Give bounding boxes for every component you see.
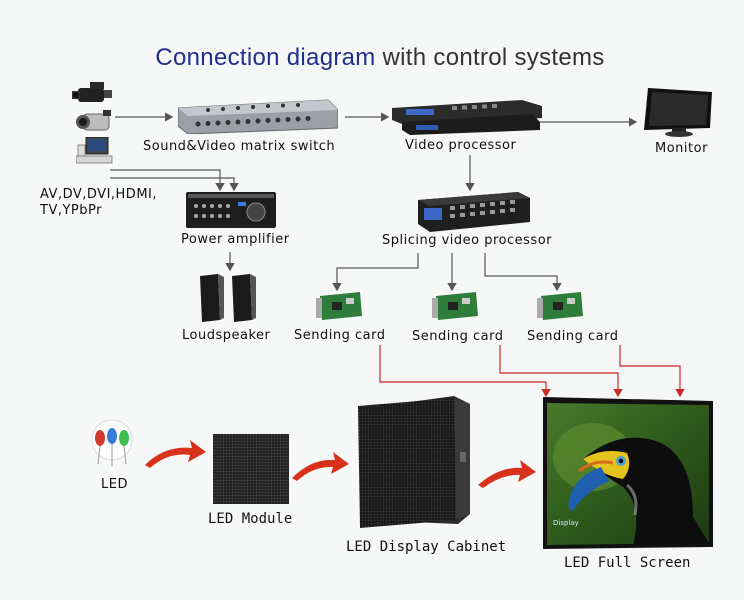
sending-card-2-label: Sending card: [412, 329, 504, 344]
line-splicing-to-card-1: [332, 253, 419, 292]
sending-card-3-label: Sending card: [527, 329, 619, 344]
matrix-switch-device: [177, 98, 339, 138]
sources-label-line1: AV,DV,DVI,HDMI,: [40, 187, 158, 202]
power-amplifier-label: Power amplifier: [181, 232, 290, 247]
monitor-device: [644, 88, 712, 142]
title-highlight: Connection diagram: [155, 44, 376, 71]
flow-arrow-module-to-cabinet: [292, 452, 349, 481]
title-rest: with control systems: [375, 44, 605, 71]
sources-label-line2: TV,YPbPr: [40, 203, 102, 218]
led-module: [213, 434, 289, 504]
line-splicing-to-card-3: [484, 253, 562, 292]
flow-arrow-led-to-module: [145, 440, 206, 468]
video-processor-label: Video processor: [405, 138, 517, 153]
led-module-label: LED Module: [208, 511, 293, 527]
signal-card-2-to-screen: [499, 345, 623, 398]
signal-card-3-to-screen: [619, 345, 685, 398]
line-sources-to-amplifier-b: [110, 177, 239, 192]
led-component: [86, 419, 142, 474]
sending-card-2-device: [432, 292, 480, 326]
video-processor-device: [392, 100, 542, 139]
flow-arrow-cabinet-to-screen: [478, 460, 536, 488]
led-display-cabinet-label: LED Display Cabinet: [346, 539, 507, 555]
matrix-switch-label: Sound&Video matrix switch: [143, 139, 336, 154]
led-full-screen: Display: [543, 397, 713, 553]
screen-watermark: Display: [553, 519, 579, 527]
computer-icon: [75, 136, 116, 171]
signal-card-1-to-screen: [379, 345, 551, 398]
sending-card-1-label: Sending card: [294, 328, 386, 343]
loudspeaker-label: Loudspeaker: [182, 328, 271, 343]
led-display-cabinet: [358, 396, 470, 532]
sending-card-3-device: [537, 292, 585, 326]
led-label: LED: [101, 477, 128, 492]
power-amplifier-device: [186, 192, 276, 232]
led-full-screen-label: LED Full Screen: [564, 555, 691, 571]
diagram-title: Connection diagram with control systems: [0, 44, 744, 72]
splicing-processor-label: Splicing video processor: [382, 233, 553, 248]
sending-card-1-device: [316, 292, 364, 326]
loudspeaker-device: [198, 274, 260, 326]
splicing-processor-device: [418, 192, 530, 236]
line-sources-to-amplifier-a: [110, 169, 225, 192]
monitor-label: Monitor: [655, 141, 708, 156]
video-camera-icon: [72, 80, 114, 112]
camcorder-icon: [75, 108, 115, 140]
sources-label: AV,DV,DVI,HDMI, TV,YPbPr: [40, 187, 157, 219]
